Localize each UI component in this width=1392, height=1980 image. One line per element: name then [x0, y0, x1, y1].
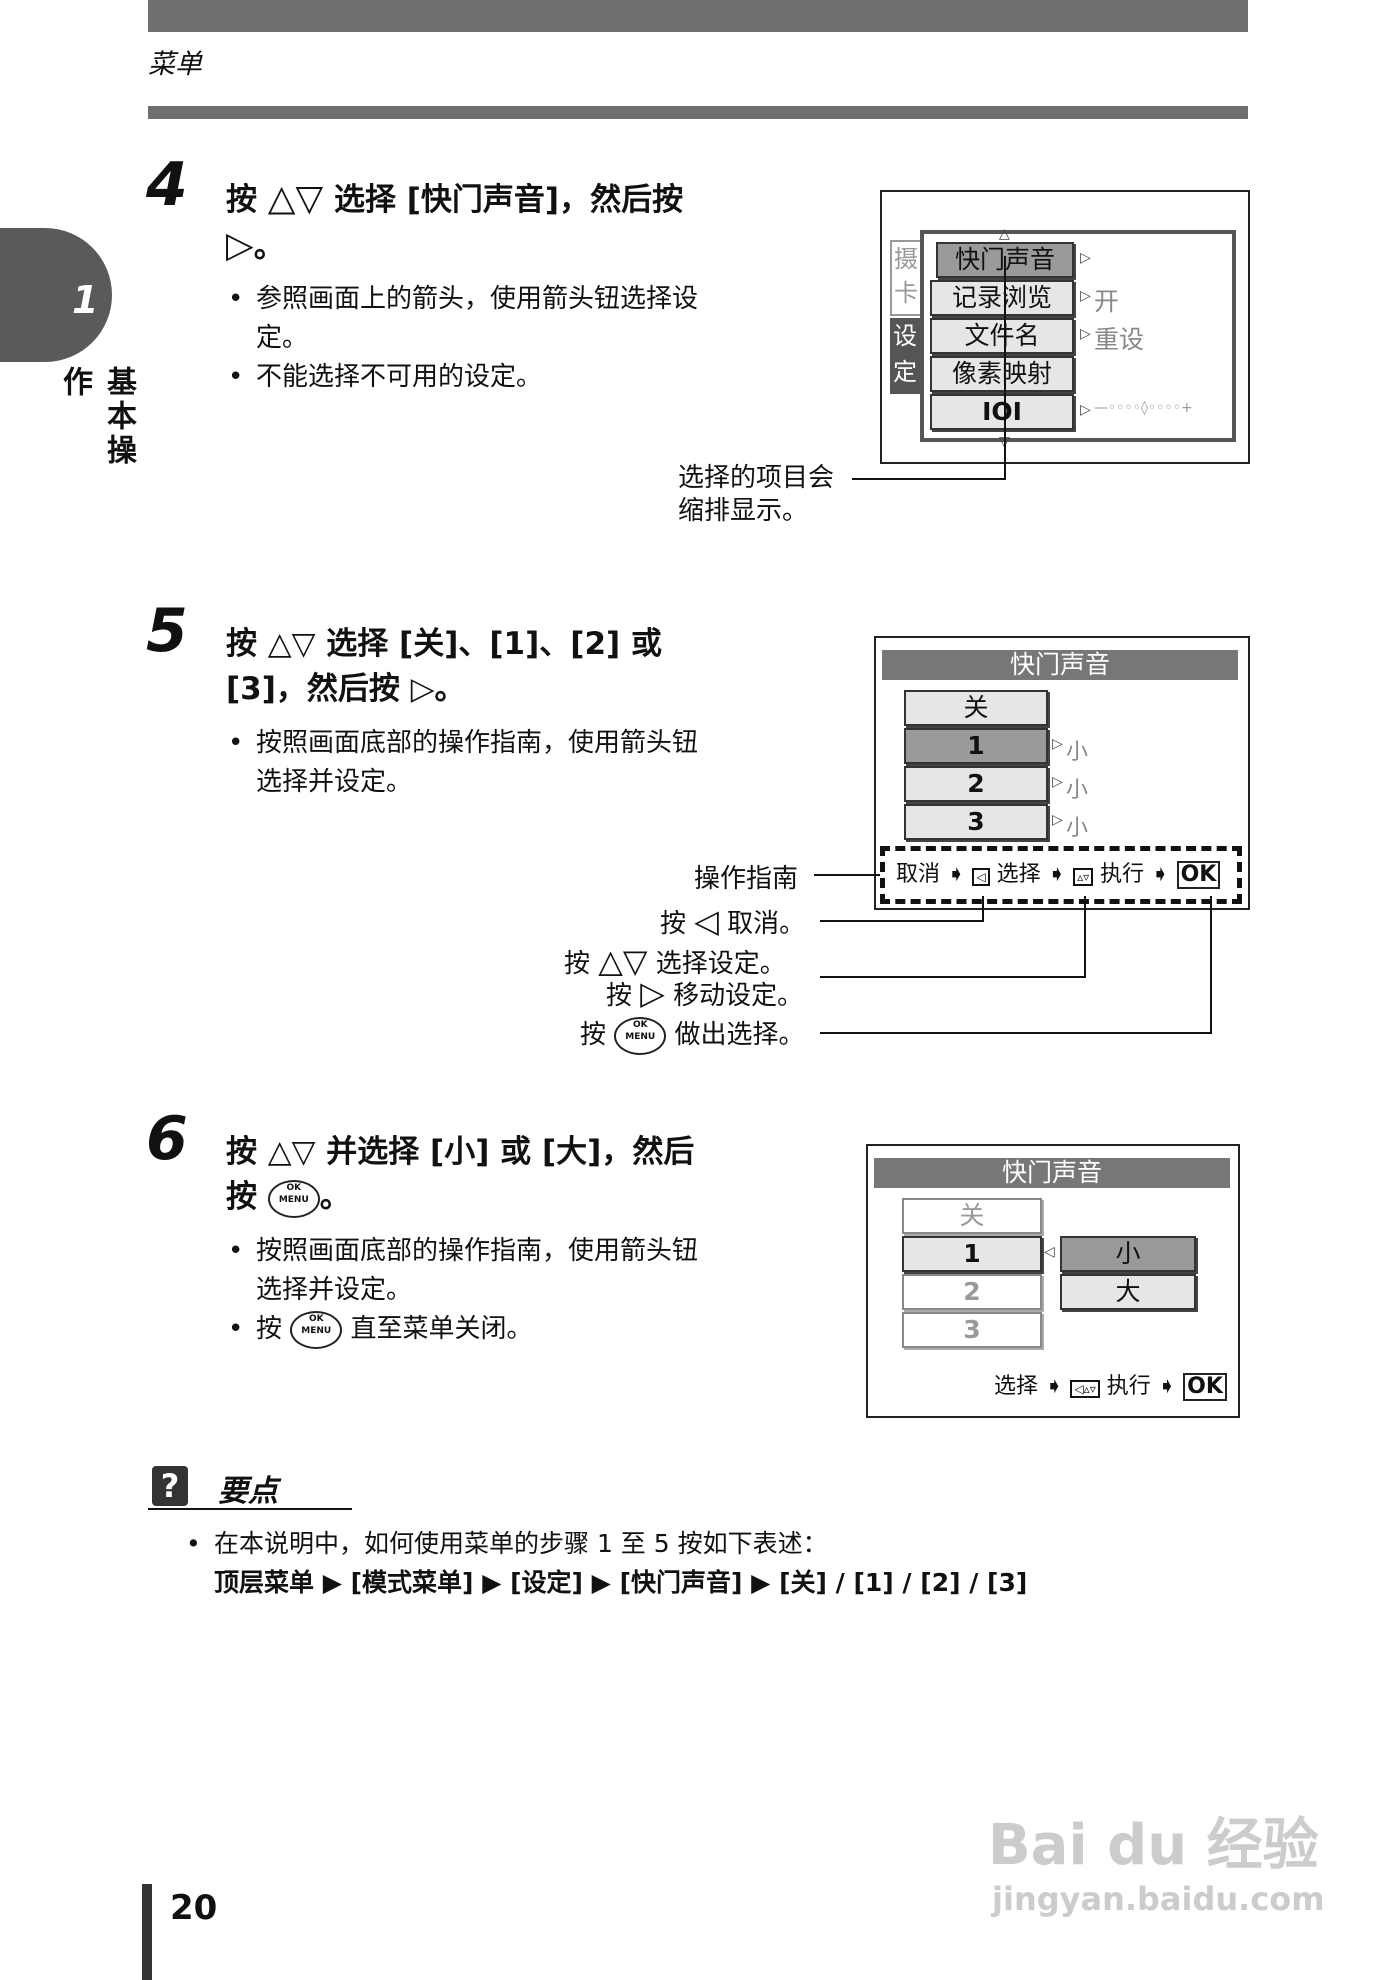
callout-line	[982, 896, 984, 922]
header-bar	[148, 0, 1248, 32]
callout-line	[1004, 256, 1006, 478]
callout-line	[1084, 896, 1086, 978]
screen-title: 快门声音	[882, 650, 1238, 680]
menu-item-pixel-mapping[interactable]: 像素映射	[930, 356, 1074, 392]
arrow-right-icon: ▷	[1052, 812, 1063, 828]
callout-move: 按 ▷ 移动设定。	[606, 974, 804, 1012]
callout-indent: 选择的项目会 缩排显示。	[678, 463, 835, 526]
operation-guide: 选择 ➧ ◁▵▿ 执行 ➧ OK	[994, 1368, 1227, 1401]
option-off[interactable]: 关	[904, 690, 1048, 726]
arrow-right-icon: ▷	[1052, 736, 1063, 752]
value-rec-view: 开	[1094, 287, 1120, 316]
callout-line	[1210, 896, 1212, 1034]
arrow-right-icon: ▷	[1080, 250, 1091, 266]
callout-cancel: 按 ◁ 取消。	[660, 902, 806, 940]
lcd-screen-step4: 摄卡 设定 △ ▽ 快门声音 记录浏览 文件名 像素映射 IOI ▷ ▷ 开 ▷…	[880, 190, 1250, 464]
value-1: 小	[1066, 740, 1089, 765]
menu-item-monitor-brightness[interactable]: IOI	[930, 394, 1074, 430]
arrow-right-icon: ▷	[1052, 774, 1063, 790]
arrow-left-icon: ◁	[1044, 1244, 1055, 1260]
menu-item-file-name[interactable]: 文件名	[930, 318, 1074, 354]
callout-select: 按 △▽ 选择设定。	[564, 942, 786, 980]
callout-line	[820, 1032, 1212, 1034]
option-2[interactable]: 2	[904, 766, 1048, 802]
screen-title: 快门声音	[874, 1158, 1230, 1188]
step5-bullets: •按照画面底部的操作指南，使用箭头钮 选择并设定。	[228, 728, 699, 797]
menu-item-rec-view[interactable]: 记录浏览	[930, 280, 1074, 316]
step5-title: 按 △▽ 选择 [关]、[1]、[2] 或 [3]，然后按 ▷。	[226, 626, 662, 707]
footer-bar	[142, 1884, 152, 1980]
help-question-icon: ?	[152, 1466, 188, 1506]
step-number: 5	[146, 596, 188, 666]
callout-line	[820, 920, 984, 922]
side-tab-setup: 设定	[890, 318, 920, 394]
step4-bullets: •参照画面上的箭头，使用箭头钮选择设 定。 •不能选择不可用的设定。	[228, 284, 699, 392]
page-number: 20	[170, 1888, 218, 1928]
tips-heading: 要点	[218, 1474, 278, 1509]
side-tab-shoot-card: 摄卡	[890, 240, 922, 316]
callout-line	[820, 976, 1086, 978]
chapter-label: 基本操作	[57, 366, 136, 468]
arrow-right-icon: ▷	[1080, 326, 1091, 342]
header-rule	[148, 106, 1248, 119]
brightness-scale: —◦◦◦◦◊◦◦◦◦+	[1094, 400, 1193, 416]
watermark-logo: Bai du 经验	[988, 1813, 1319, 1878]
value-2: 小	[1066, 778, 1089, 803]
arrow-right-icon: ▷	[1080, 288, 1091, 304]
callout-line	[814, 874, 880, 876]
step-number: 6	[146, 1104, 188, 1174]
scroll-up-icon: △	[999, 226, 1010, 242]
value-3: 小	[1066, 816, 1089, 841]
option-3[interactable]: 3	[902, 1312, 1042, 1348]
step-number: 4	[146, 150, 188, 220]
lcd-screen-step6: 快门声音 关 1 2 3 ◁ 小 大 选择 ➧ ◁▵▿ 执行 ➧ OK	[866, 1144, 1240, 1418]
watermark-url: jingyan.baidu.com	[992, 1880, 1325, 1918]
ok-box: OK	[1176, 861, 1221, 889]
page-header-title: 菜单	[148, 49, 202, 80]
option-1[interactable]: 1	[904, 728, 1048, 764]
chapter-number: 1	[72, 278, 99, 322]
value-file-name: 重设	[1094, 325, 1145, 354]
option-large[interactable]: 大	[1060, 1274, 1196, 1310]
lcd-screen-step5: 快门声音 关 1 2 3 ▷ 小 ▷ 小 ▷ 小	[874, 636, 1250, 910]
tips-body: •在本说明中，如何使用菜单的步骤 1 至 5 按如下表述： 顶层菜单 ▶ [模式…	[186, 1529, 1028, 1597]
option-2[interactable]: 2	[902, 1274, 1042, 1310]
callout-guide: 操作指南	[694, 864, 799, 894]
chapter-tab	[0, 228, 112, 362]
option-3[interactable]: 3	[904, 804, 1048, 840]
option-small[interactable]: 小	[1060, 1236, 1196, 1272]
callout-line	[852, 478, 1006, 480]
operation-guide: 取消 ➧ ◁ 选择 ➧ ▵▿ 执行 ➧ OK	[896, 856, 1221, 889]
ok-box: OK	[1183, 1373, 1227, 1401]
arrow-right-icon: ▷	[1080, 402, 1091, 418]
option-1[interactable]: 1	[902, 1236, 1042, 1272]
tips-rule	[148, 1508, 352, 1510]
step4-title: 按 △▽ 选择 [快门声音]，然后按 ▷。	[226, 178, 684, 266]
option-off[interactable]: 关	[902, 1198, 1042, 1234]
